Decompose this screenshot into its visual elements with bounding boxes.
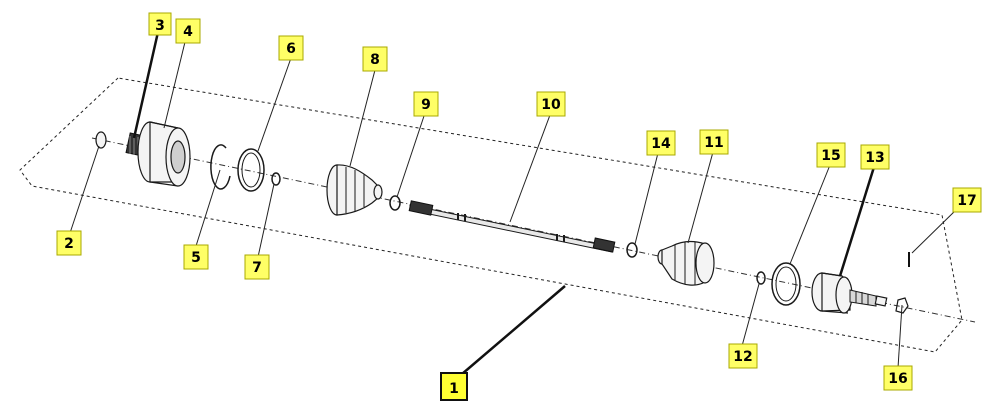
callout-5: 5 [183, 244, 209, 270]
leader-7 [257, 183, 275, 258]
callout-17-label: 17 [957, 193, 976, 209]
ring-12 [756, 271, 766, 285]
callout-15: 15 [816, 142, 846, 168]
callout-8: 8 [362, 46, 388, 72]
ring-9 [389, 195, 401, 211]
callout-2: 2 [56, 230, 82, 256]
ring-15 [771, 262, 801, 306]
callout-11: 11 [699, 129, 729, 155]
shaft-10 [408, 200, 616, 253]
callout-1: 1 [440, 372, 468, 401]
callout-6: 6 [278, 35, 304, 61]
callout-13: 13 [860, 144, 890, 170]
ring-14 [626, 242, 638, 258]
callout-17: 17 [952, 187, 982, 213]
boot-11 [657, 241, 715, 286]
leader-15 [789, 164, 831, 265]
callout-12-label: 12 [733, 349, 752, 365]
callout-7: 7 [244, 254, 270, 280]
callout-10-label: 10 [541, 97, 561, 113]
leader-9 [396, 112, 426, 198]
leader-3 [132, 31, 160, 139]
callout-3: 3 [148, 12, 172, 36]
assembly-outline [19, 77, 963, 353]
leader-14 [634, 152, 659, 245]
leader-6 [257, 57, 292, 152]
callout-1-label: 1 [449, 381, 459, 397]
callout-2-label: 2 [64, 236, 74, 252]
ring-7 [271, 172, 281, 186]
callout-11-label: 11 [704, 135, 723, 151]
callout-14: 14 [646, 130, 676, 156]
leader-11 [687, 151, 714, 244]
leader-16 [897, 304, 903, 369]
circlip-5 [210, 144, 231, 190]
callout-3-label: 3 [155, 18, 165, 34]
callout-13-label: 13 [865, 150, 884, 166]
leader-5 [195, 169, 221, 247]
callout-8-label: 8 [370, 52, 380, 68]
callout-4: 4 [175, 18, 201, 44]
leader-12 [741, 283, 760, 347]
leader-4 [163, 41, 186, 129]
leader-8 [349, 69, 376, 167]
callout-10: 10 [536, 91, 566, 117]
snap-ring-2 [95, 131, 107, 149]
leader-17 [911, 207, 959, 254]
callout-12: 12 [728, 343, 758, 369]
callout-5-label: 5 [191, 250, 201, 266]
nut-16 [895, 297, 909, 314]
ring-6 [237, 148, 265, 192]
callout-4-label: 4 [183, 24, 193, 40]
callout-16: 16 [883, 365, 913, 391]
leader-13 [838, 166, 876, 277]
callout-7-label: 7 [252, 260, 262, 276]
callout-15-label: 15 [821, 148, 840, 164]
flange-hub-4 [137, 121, 191, 187]
callout-9: 9 [413, 91, 439, 117]
leader-1 [454, 285, 566, 381]
boot-8 [326, 164, 383, 216]
leader-10 [509, 114, 551, 223]
callout-9-label: 9 [421, 97, 431, 113]
callout-16-label: 16 [888, 371, 907, 387]
cv-joint-13 [811, 272, 888, 314]
callout-14-label: 14 [651, 136, 671, 152]
leader-2 [69, 145, 100, 234]
callout-6-label: 6 [286, 41, 296, 57]
